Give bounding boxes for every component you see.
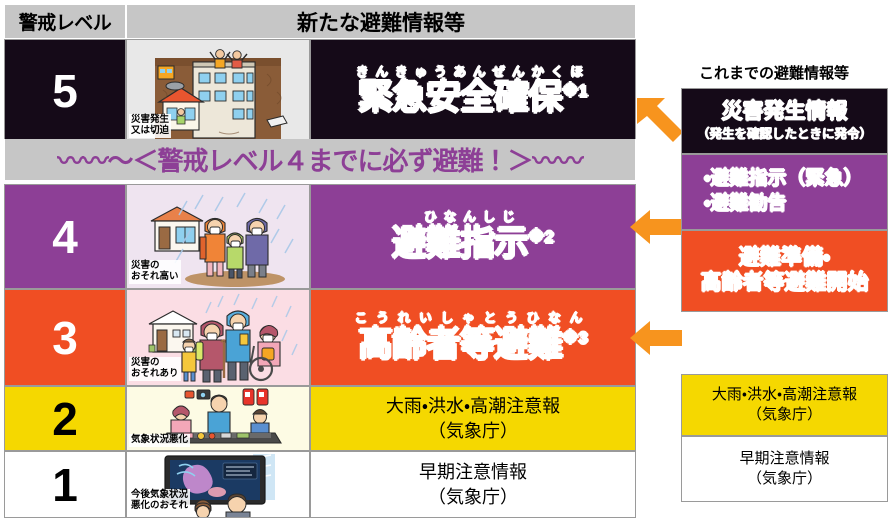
illustration-level-5: 災害発生 又は切迫	[126, 39, 310, 143]
caption-level-3: 災害の おそれあり	[129, 357, 181, 381]
caption-line-1: 気象状況悪化	[131, 434, 189, 446]
caption-line-2: 悪化のおそれ	[131, 500, 189, 512]
previous-info-box-disaster-occurrence: 災害発生情報 （発生を確認したときに発令）	[681, 88, 888, 154]
footnote-marker: ※2	[528, 227, 554, 247]
previous-info-line-2: 高齢者等避難開始	[700, 271, 869, 294]
woman-left	[170, 405, 192, 438]
new-evacuation-info-table: 警戒レベル 新たな避難情報等 5	[4, 4, 636, 518]
ruby-level-5: きんきゅうあんぜんかくほ	[355, 64, 590, 79]
people-on-roof	[209, 49, 248, 69]
viewer-adult	[225, 493, 251, 517]
wheelchair-person	[248, 325, 281, 382]
caption-line-2: おそれあり	[131, 368, 179, 380]
label-level-2-line-1: 大雨・洪水・高潮注意報	[385, 396, 561, 417]
headline-text: 避難指示	[392, 223, 529, 263]
previous-info-line-2: （発生を確認したときに発令）	[696, 126, 872, 141]
previous-info-box-heavy-rain-advisory: 大雨・洪水・高潮注意報 （気象庁）	[681, 374, 888, 436]
level-number-2: 2	[4, 386, 126, 451]
headline-level-5: 緊急安全確保※1	[358, 80, 588, 116]
label-level-1-line-1: 早期注意情報	[419, 462, 527, 483]
level-number-text: 4	[52, 210, 78, 263]
person-orange-raincoat	[199, 217, 226, 277]
rain	[174, 192, 294, 264]
previous-info-line-1: 早期注意情報	[739, 449, 830, 467]
label-level-5: きんきゅうあんぜんかくほ 緊急安全確保※1	[310, 39, 636, 143]
elderly-with-cane	[195, 320, 229, 383]
level-number-1: 1	[4, 451, 126, 518]
arrow-level5-diagonal	[631, 92, 689, 151]
arrow-level3-left	[628, 318, 684, 363]
level-number-3: 3	[4, 289, 126, 386]
previous-info-line-1: 災害発生情報	[721, 100, 848, 124]
caption-level-1: 今後気象状況 悪化のおそれ	[129, 489, 191, 513]
label-level-4: ひなんしじ 避難指示※2	[310, 184, 636, 289]
previous-info-line-1: ・避難指示（緊急）	[704, 168, 863, 190]
previous-info-line-2: （気象庁）	[746, 406, 822, 423]
header-previous-evacuation-info: これまでの避難情報等	[698, 64, 849, 82]
caregiver-blue	[225, 310, 251, 381]
footnote-marker: ※1	[562, 81, 588, 101]
arrow-level4-left	[628, 207, 684, 252]
label-level-2: 大雨・洪水・高潮注意報 （気象庁）	[310, 386, 636, 451]
level-number-text: 5	[52, 65, 78, 117]
illustration-level-4: 災害の おそれ高い	[126, 184, 310, 289]
adult-center	[207, 394, 231, 435]
header-warning-level: 警戒レベル	[4, 4, 126, 39]
caption-line-2: 又は切迫	[131, 125, 170, 137]
previous-info-line-1: 避難準備・	[738, 246, 831, 270]
header-new-evacuation-info: 新たな避難情報等	[126, 4, 636, 39]
headline-text: 緊急安全確保	[358, 78, 563, 118]
level-number-text: 1	[52, 458, 78, 511]
previous-info-line-1: 大雨・洪水・高潮注意報	[711, 385, 858, 403]
television	[164, 455, 266, 505]
previous-info-box-early-warning: 早期注意情報 （気象庁）	[681, 436, 888, 502]
floating-debris	[157, 65, 288, 128]
people-watching-weather-forecast-tv-icon	[127, 452, 309, 517]
caption-line-2: おそれ高い	[131, 271, 179, 283]
caption-line-1: 災害発生	[131, 114, 170, 126]
caption-level-2: 気象状況悪化	[129, 434, 191, 447]
evacuate-by-level-4-banner: 〰〰〜＜警戒レベル４までに必ず避難！＞〰〰	[4, 139, 636, 180]
illustration-level-2: 気象状況悪化	[126, 386, 310, 451]
caption-line-1: 今後気象状況	[131, 489, 189, 501]
label-level-1: 早期注意情報 （気象庁）	[310, 451, 636, 518]
label-level-2-line-2: （気象庁）	[428, 420, 518, 441]
previous-info-line-2: （気象庁）	[746, 470, 822, 487]
caption-level-4: 災害の おそれ高い	[129, 260, 181, 284]
level-number-text: 2	[52, 392, 78, 445]
caption-level-5: 災害発生 又は切迫	[129, 114, 172, 138]
previous-info-line-2: ・避難勧告	[704, 193, 787, 214]
viewer-child	[194, 499, 212, 517]
person-purple-raincoat	[245, 217, 269, 278]
headline-level-3: 高齢者等避難※3	[358, 327, 588, 363]
illustration-level-3: 災害の おそれあり	[126, 289, 310, 386]
level-number-5: 5	[4, 39, 126, 143]
house	[150, 206, 204, 252]
level-number-text: 3	[52, 311, 78, 364]
ruby-level-3: こうれいしゃとうひなん	[354, 311, 592, 326]
label-level-3: こうれいしゃとうひなん 高齢者等避難※3	[310, 289, 636, 386]
label-level-1-line-2: （気象庁）	[428, 486, 518, 507]
illustration-level-1: 今後気象状況 悪化のおそれ	[126, 451, 310, 518]
emergency-items-shelf	[184, 388, 269, 406]
level-number-4: 4	[4, 184, 126, 289]
headline-text: 高齢者等避難	[358, 324, 563, 364]
caption-line-1: 災害の	[131, 260, 160, 272]
child-green-raincoat	[226, 232, 244, 279]
previous-info-box-evacuation-preparation: 避難準備・ 高齢者等避難開始	[681, 230, 888, 312]
child-yellow	[181, 338, 197, 382]
ruby-level-4: ひなんしじ	[424, 210, 522, 225]
footnote-marker: ※3	[562, 328, 588, 348]
previous-info-box-evacuation-order: ・避難指示（緊急） ・避難勧告	[681, 154, 888, 230]
caption-line-1: 災害の	[131, 357, 160, 369]
headline-level-4: 避難指示※2	[392, 226, 554, 262]
rain	[205, 293, 298, 356]
